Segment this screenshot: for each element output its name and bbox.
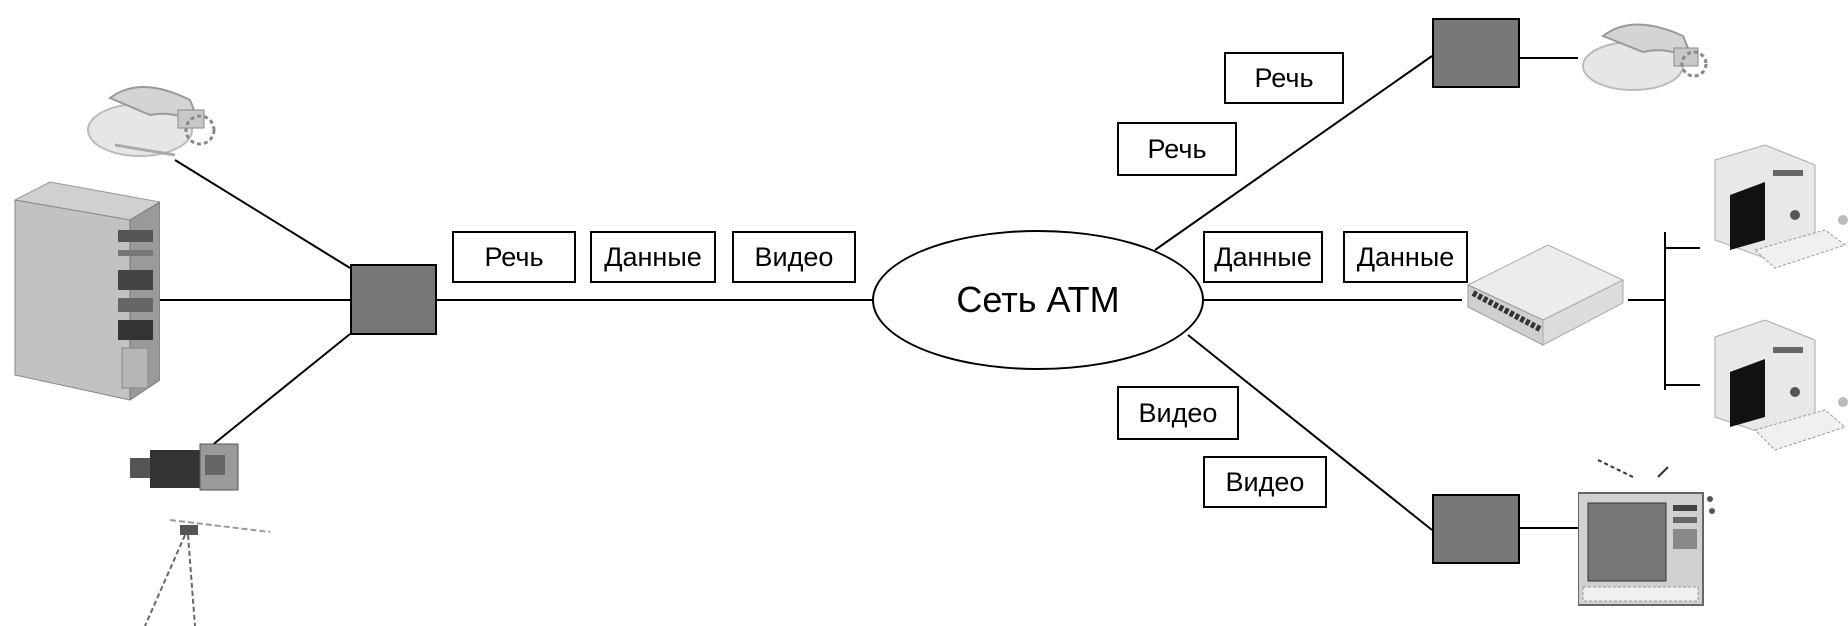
network-label: Сеть АТМ (956, 279, 1120, 320)
lower-right-link (1187, 334, 1433, 531)
desktop-computer-icon (1714, 319, 1848, 451)
telephone-icon (87, 86, 216, 157)
label-video-lower-2: Видео (1203, 456, 1327, 508)
label-data-middle-2: Данные (1343, 231, 1468, 283)
label-speech: Речь (452, 231, 576, 283)
label-speech-upper-1: Речь (1224, 52, 1344, 104)
label-video-lower-1: Видео (1117, 386, 1239, 440)
phone-left-link (174, 159, 351, 269)
multiplexer-left (350, 264, 437, 335)
atm-network-ellipse: Сеть АТМ (872, 230, 1204, 370)
camera-link (199, 333, 351, 456)
label-speech-upper-2: Речь (1117, 122, 1237, 176)
network-hub-icon (1466, 245, 1625, 346)
multiplexer-lower-right (1432, 494, 1520, 564)
server-tower-icon (13, 181, 160, 401)
label-data: Данные (590, 231, 716, 283)
label-data-middle-1: Данные (1203, 231, 1323, 283)
telephone-icon (1582, 23, 1708, 91)
video-camera-icon (130, 443, 271, 626)
television-icon (1578, 459, 1715, 606)
multiplexer-upper-right (1432, 18, 1520, 88)
upper-right-link (1154, 55, 1433, 251)
label-video: Видео (732, 231, 856, 283)
desktop-computer-icon (1714, 144, 1848, 269)
